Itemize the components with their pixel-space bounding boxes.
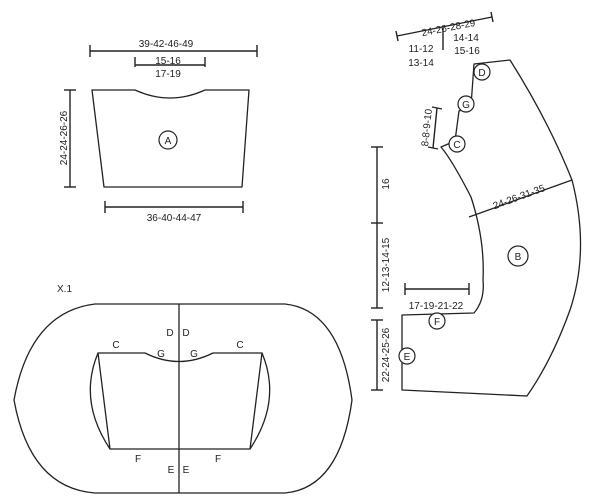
piece-b-top-left-1: 11-12 — [409, 44, 434, 55]
assembly-outer-outline — [13, 303, 353, 494]
piece-a-marker-circle — [158, 130, 178, 150]
piece-b-top-dimension-line — [396, 16, 493, 37]
piece-b-middle-line — [468, 179, 573, 218]
assembly-title: X.1 — [57, 284, 72, 295]
piece-b-marker-c-circle — [448, 135, 466, 153]
piece-b-g-height-dimension-tick-bottom — [427, 146, 439, 150]
assembly-label-f-left: F — [135, 454, 141, 465]
piece-b-marker-g-circle — [457, 95, 475, 113]
piece-b-g-height-dimension-line — [432, 107, 438, 149]
piece-b-marker-d: D — [478, 68, 485, 79]
piece-b-marker-circle — [507, 245, 529, 267]
piece-b-lower-length: 22-24-25-26 — [381, 327, 392, 382]
piece-a-neck-width-2: 17-19 — [155, 69, 181, 80]
piece-b-upper-length: 16 — [381, 178, 392, 190]
piece-a-height: 24-24-26-26 — [59, 110, 70, 165]
assembly-label-g-left: G — [157, 349, 165, 360]
piece-b-marker-g: G — [462, 100, 470, 111]
assembly-label-e-left: E — [168, 465, 175, 476]
piece-a-neck-width-1: 15-16 — [155, 56, 181, 67]
piece-b-g-height: 8-8-9-10 — [420, 108, 435, 147]
piece-a-bottom-width: 36-40-44-47 — [147, 213, 202, 224]
piece-b-top-right-2: 15-16 — [454, 46, 480, 57]
piece-b-marker-d-circle — [473, 63, 491, 81]
piece-b-marker: B — [515, 252, 522, 263]
assembly-inner-body — [97, 352, 263, 450]
piece-a-outline — [91, 89, 250, 188]
piece-b-top-dimension-tick-right — [490, 11, 494, 23]
piece-b: B C D G F E 24-26-28-29 11-12 13-14 14-1… — [371, 11, 582, 397]
piece-a-top-width: 39-42-46-49 — [139, 39, 194, 50]
assembly-label-d-right: D — [182, 328, 189, 339]
piece-b-g-height-dimension-tick-top — [431, 106, 443, 110]
piece-b-f-width: 17-19-21-22 — [409, 301, 464, 312]
piece-b-marker-f-circle — [428, 312, 446, 330]
assembly-x1: X.1 C G D D G C F E E F — [13, 284, 353, 494]
piece-b-top-right-1: 14-14 — [453, 33, 479, 44]
assembly-right-sleeve-curve — [249, 352, 271, 450]
piece-a-marker: A — [165, 136, 172, 147]
piece-b-marker-e: E — [404, 352, 411, 363]
assembly-label-d-left: D — [166, 328, 173, 339]
piece-b-middle-width: 24-26-31-35 — [492, 183, 547, 212]
assembly-left-sleeve-curve — [89, 352, 111, 450]
piece-b-marker-f: F — [434, 317, 440, 328]
piece-b-top-left-2: 13-14 — [408, 58, 434, 69]
assembly-label-c-right: C — [236, 340, 243, 351]
piece-b-marker-e-circle — [398, 347, 416, 365]
assembly-label-g-right: G — [190, 349, 198, 360]
assembly-label-e-right: E — [183, 465, 190, 476]
piece-a: A 39-42-46-49 15-16 17-19 24-24-26-26 36… — [59, 39, 258, 224]
assembly-label-f-right: F — [215, 454, 221, 465]
piece-b-top-dimension-tick-left — [395, 30, 399, 42]
piece-b-mid-length: 12-13-14-15 — [381, 237, 392, 292]
piece-b-marker-c: C — [453, 140, 460, 151]
piece-b-outline — [401, 59, 582, 397]
assembly-label-c-left: C — [112, 340, 119, 351]
